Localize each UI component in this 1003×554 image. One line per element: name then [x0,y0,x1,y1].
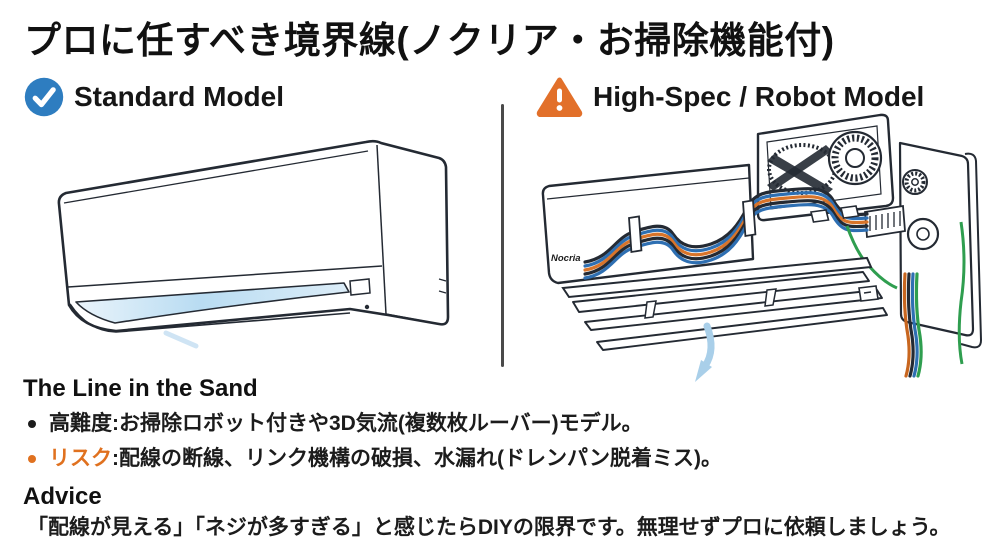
warning-triangle-icon [536,76,583,117]
risk-label: リスク [49,447,112,470]
highspec-model-label: High-Spec / Robot Model [593,80,925,112]
bullet-dot-orange [28,455,36,463]
page-title: プロに任すべき境界線(ノクリア・お掃除機能付) [24,20,835,61]
standard-model-header: Standard Model [24,77,284,117]
standard-model-label: Standard Model [74,81,285,112]
check-circle-icon [24,77,64,117]
highspec-ac-illustration: Nocria [541,113,983,382]
difficulty-label: 高難度 [49,412,112,435]
risk-body: :配線の断線、リンク機構の破損、水漏れ(ドレンパン脱着ミス)。 [112,447,723,470]
panel-divider [501,104,504,367]
bullet-dot-black [28,420,36,428]
difficulty-bullet-text: 高難度:お掃除ロボット付きや3D気流(複数枚ルーバー)モデル。 [49,412,643,436]
advice-heading: Advice [23,483,102,510]
highspec-model-header: High-Spec / Robot Model [536,76,924,117]
risk-bullet: リスク:配線の断線、リンク機構の破損、水漏れ(ドレンパン脱着ミス)。 [28,447,722,471]
difficulty-bullet: 高難度:お掃除ロボット付きや3D気流(複数枚ルーバー)モデル。 [28,412,643,436]
brand-label: Nocria [551,253,581,264]
standard-ac-illustration [57,139,450,349]
risk-bullet-text: リスク:配線の断線、リンク機構の破損、水漏れ(ドレンパン脱着ミス)。 [49,447,722,471]
line-section-heading: The Line in the Sand [23,375,258,402]
advice-text: 「配線が見える」「ネジが多すぎる」と感じたらDIYの限界です。無理せずプロに依頼… [27,516,951,539]
difficulty-body: :お掃除ロボット付きや3D気流(複数枚ルーバー)モデル。 [112,412,643,435]
